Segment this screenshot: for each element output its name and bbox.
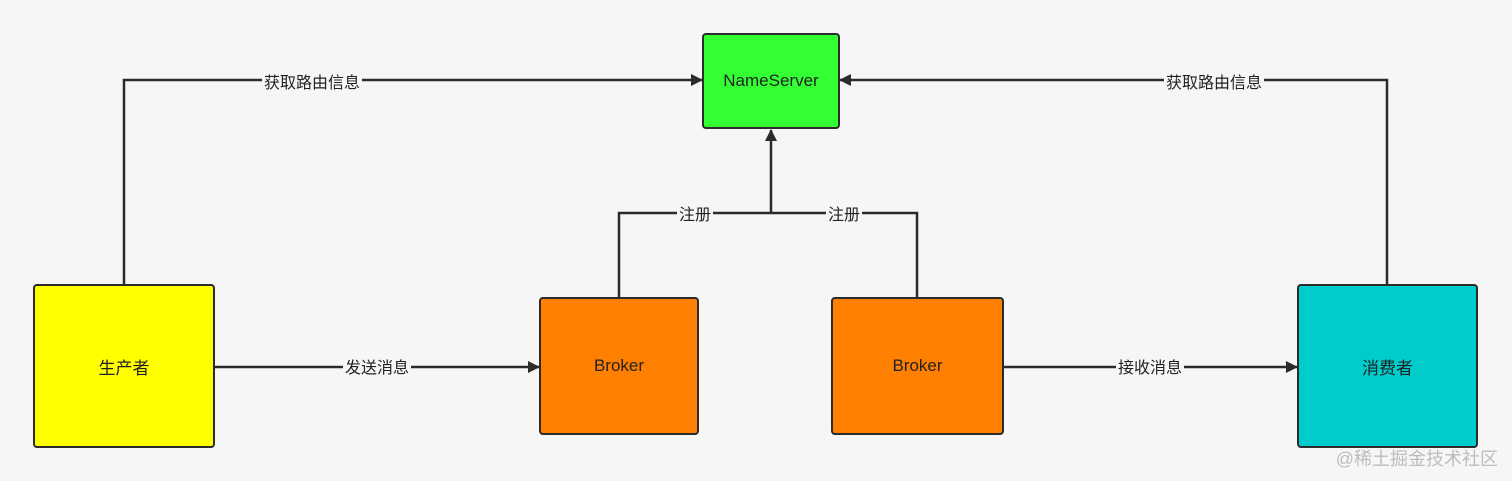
node-nameserver-label: NameServer [723, 71, 819, 90]
edge-label-producer-route: 获取路由信息 [261, 74, 363, 94]
watermark: @稀土掘金技术社区 [1335, 449, 1498, 469]
edge-label-receive-message: 接收消息 [1115, 359, 1185, 379]
edge-label-send-message: 发送消息 [342, 359, 412, 379]
node-consumer[interactable]: 消费者 [1297, 284, 1478, 448]
edge-producer-to-nameserver [122, 74, 703, 286]
node-nameserver[interactable]: NameServer [702, 33, 840, 129]
edge-label-broker-left-register: 注册 [676, 206, 714, 226]
node-broker-left-label: Broker [593, 356, 645, 375]
edge-label-broker-right-register: 注册 [825, 206, 863, 226]
node-producer-label: 生产者 [98, 358, 150, 378]
node-broker-right[interactable]: Broker [831, 297, 1004, 435]
edge-broker-left-register [617, 211, 771, 298]
node-consumer-label: 消费者 [1362, 358, 1413, 378]
edge-label-consumer-route: 获取路由信息 [1163, 74, 1265, 94]
node-producer[interactable]: 生产者 [33, 284, 215, 448]
node-broker-left[interactable]: Broker [539, 297, 699, 435]
edge-broker-right-register [771, 211, 919, 298]
node-broker-right-label: Broker [892, 356, 943, 375]
edge-consumer-to-nameserver [839, 74, 1389, 286]
